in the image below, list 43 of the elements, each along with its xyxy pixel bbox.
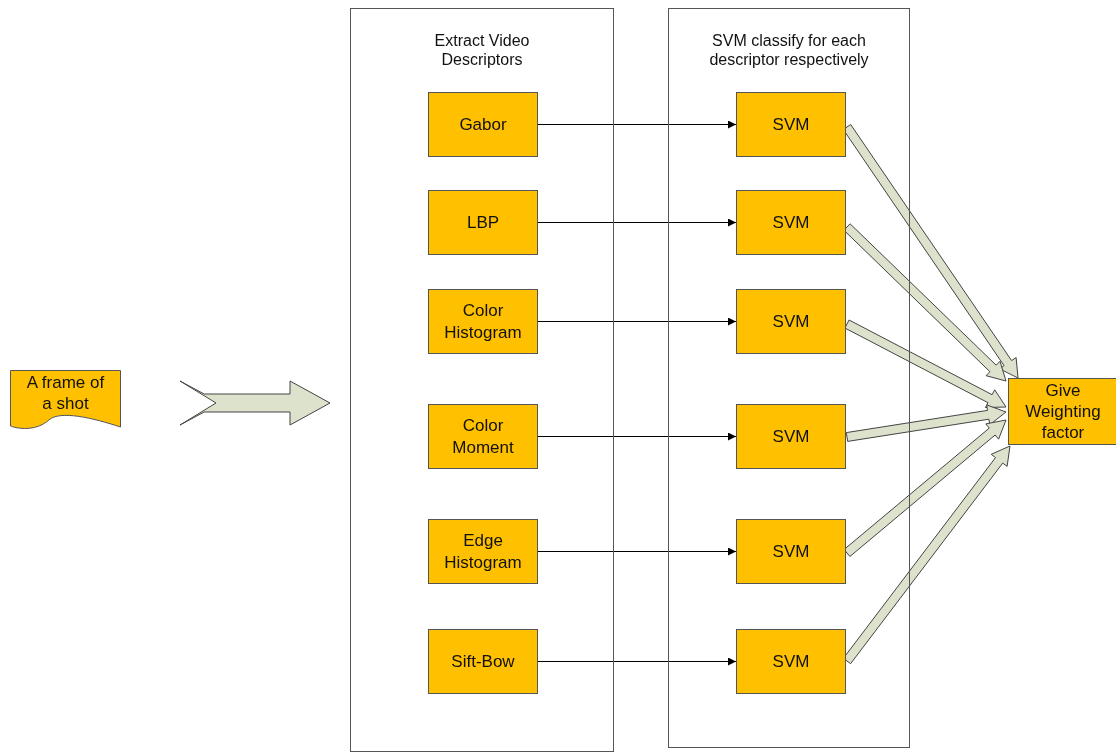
node-text: SVM [772, 211, 810, 234]
node-text: SVM [772, 113, 810, 136]
node-text: Color Moment [451, 415, 515, 458]
process-box [1008, 378, 1116, 445]
stage-panel [350, 8, 614, 752]
node-text: SVM [772, 310, 810, 333]
block-arrow [179, 380, 331, 426]
process-box [428, 404, 538, 469]
panel-heading: SVM classify for each descriptor respectively [708, 31, 870, 70]
node-text: Give Weighting factor [1024, 379, 1102, 444]
process-box [428, 289, 538, 354]
node-text: Color Histogram [443, 300, 523, 343]
node-text: SVM [772, 425, 810, 448]
arrow [537, 432, 737, 441]
process-box [736, 92, 846, 157]
node-text: LBP [466, 211, 500, 234]
block-arrow [844, 319, 1007, 408]
process-box [428, 190, 538, 255]
node-text: Sift-Bow [451, 650, 515, 673]
process-box [428, 629, 538, 694]
node-text: Gabor [459, 113, 507, 136]
arrow [537, 657, 737, 666]
arrow [537, 547, 737, 556]
node-text: Edge Histogram [443, 530, 523, 573]
process-box [736, 404, 846, 469]
block-arrow [845, 404, 1007, 442]
process-box [428, 519, 538, 584]
document-shape [10, 370, 121, 432]
node-text: SVM [772, 650, 810, 673]
arrow [537, 317, 737, 326]
node-text: A frame of a shot [25, 372, 106, 415]
arrow [537, 218, 737, 227]
arrow [537, 120, 737, 129]
block-arrow [843, 419, 1007, 557]
process-box [736, 289, 846, 354]
stage-panel [668, 8, 910, 748]
block-arrow [843, 223, 1007, 382]
process-box [736, 629, 846, 694]
process-box [736, 519, 846, 584]
node-text: SVM [772, 540, 810, 563]
process-box [428, 92, 538, 157]
panel-heading: Extract Video Descriptors [433, 31, 531, 70]
process-box [736, 190, 846, 255]
